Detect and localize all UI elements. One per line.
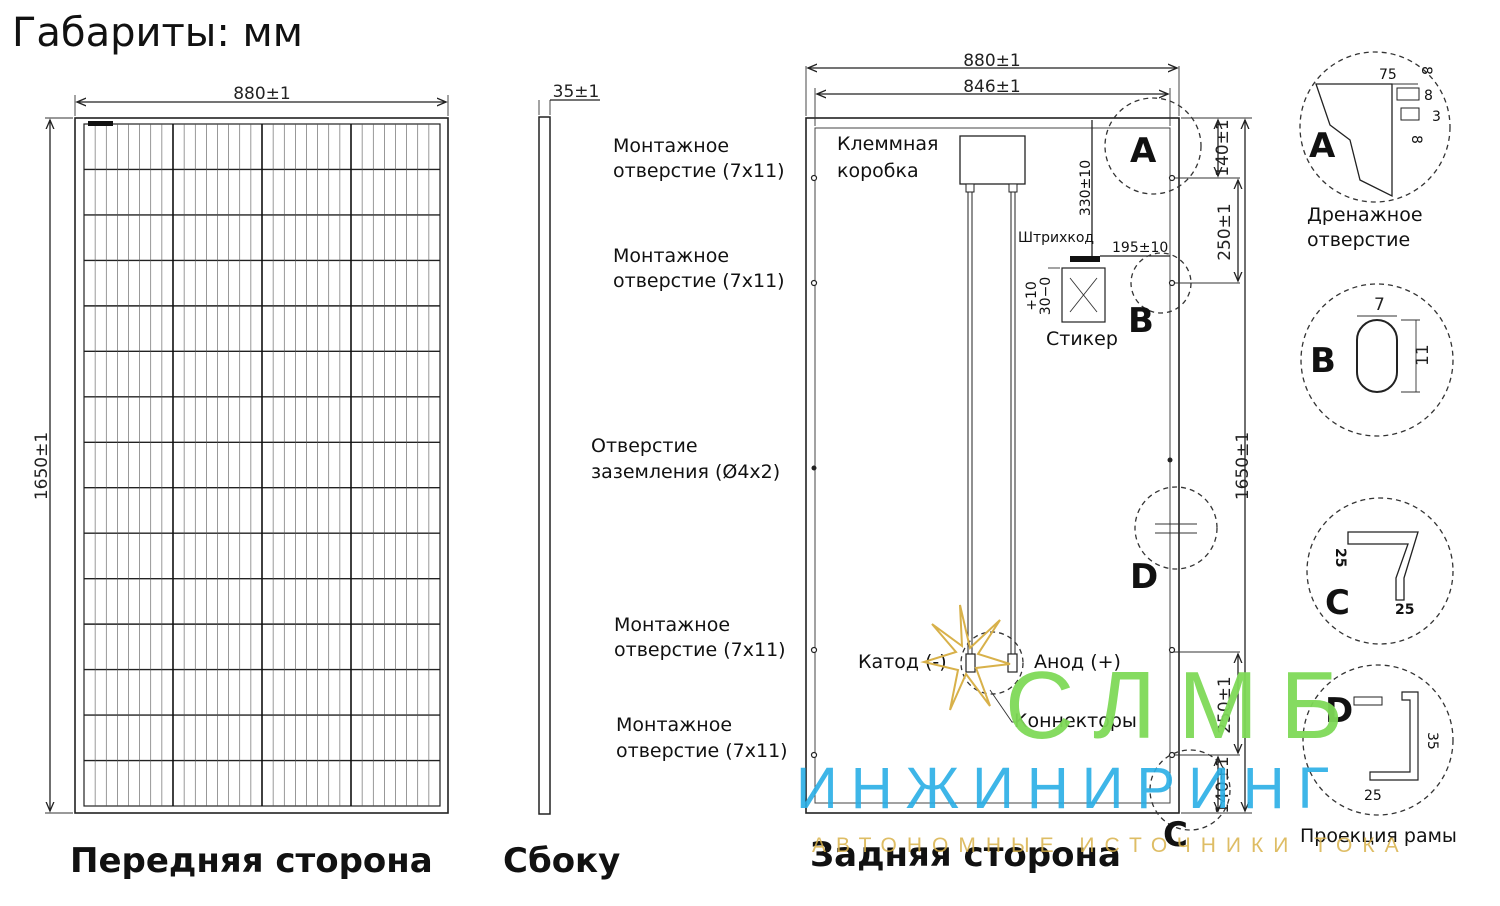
marker-a: A: [1130, 131, 1157, 171]
detail-d-caption: Проекция рамы: [1300, 825, 1457, 847]
back-caption: Задняя сторона: [810, 835, 1121, 875]
connectors-label: Коннекторы: [1014, 710, 1137, 732]
detail-b: B 7 11: [1300, 283, 1454, 437]
junction-box-label-a: Клеммная: [837, 133, 939, 155]
back-width-dim: 880±1: [963, 51, 1021, 71]
cathode-label: Катод (-): [858, 651, 947, 673]
watermark-engineering: ИНЖИНИРИНГ: [796, 756, 1342, 821]
grounding-label-a: Отверстие: [591, 435, 698, 457]
detail-d-circle: [1134, 486, 1218, 570]
detail-a-caption-a: Дренажное: [1307, 204, 1423, 226]
mount-hole-label-2b: отверстие (7x11): [613, 270, 785, 292]
detail-d-dim-25: 25: [1364, 788, 1382, 804]
cathode-connector: [965, 653, 976, 673]
back-height-dim: 1650±1: [1233, 432, 1253, 500]
detail-d-dim-35: 35: [1424, 732, 1440, 750]
detail-a-dim-8b: 8: [1424, 88, 1433, 104]
detail-c-dim-25b: 25: [1395, 602, 1414, 618]
side-thickness-dim: 35±1: [553, 82, 600, 102]
back-frame: [805, 117, 1180, 814]
anode-label: Анод (+): [1034, 651, 1121, 673]
side-caption: Сбоку: [503, 841, 620, 881]
back-hole-spacing-dim: 250±1: [1215, 203, 1235, 261]
sticker-offset-val: 30−0: [1038, 277, 1054, 315]
detail-a-caption-b: отверстие: [1307, 229, 1410, 251]
marker-b: B: [1128, 301, 1154, 341]
grounding-label-b: заземления (Ø4x2): [591, 461, 780, 483]
back-inner-width-dim: 846±1: [963, 77, 1021, 97]
detail-b-letter: B: [1310, 341, 1336, 381]
front-caption: Передняя сторона: [70, 841, 433, 881]
side-profile: [538, 116, 551, 815]
detail-d: D 35 25 Проекция рамы: [1300, 664, 1457, 847]
detail-a-dim-75: 75: [1379, 67, 1397, 83]
detail-b-dim-7: 7: [1374, 295, 1385, 315]
mount-hole-label-2a: Монтажное: [613, 245, 729, 267]
detail-a-dim-8a: 8: [1418, 66, 1434, 75]
back-lower-hole-dim: 250±1: [1215, 676, 1235, 734]
marker-c: C: [1163, 815, 1188, 855]
cables: [967, 192, 1016, 655]
detail-a-dim-3: 3: [1432, 109, 1441, 125]
junction-box-label-b: коробка: [837, 160, 919, 182]
detail-a-circle: [1104, 97, 1202, 195]
mount-hole-label-3b: отверстие (7x11): [614, 639, 786, 661]
slot-shape: [1356, 319, 1398, 393]
grounding-hole-right: [1167, 457, 1173, 463]
detail-b-dim-11: 11: [1413, 344, 1433, 366]
front-view: 880±1 1650±1 Передняя сторона: [32, 84, 449, 881]
watermark: СЛМБ ИНЖИНИРИНГ АВТОНОМНЫЕ ИСТОЧНИКИ ТОК…: [796, 604, 1409, 857]
mount-hole-label-1a: Монтажное: [613, 135, 729, 157]
barcode-label: Штрихкод: [1018, 230, 1094, 246]
back-view: 880±1 846±1 1650±1 140±1 250±1 250±1 140…: [591, 51, 1253, 875]
back-top-hole-dim: 140±1: [1213, 119, 1233, 177]
detail-d-letter: D: [1325, 691, 1353, 731]
side-view: 35±1 Сбоку: [503, 82, 620, 881]
mount-hole-label-4b: отверстие (7x11): [616, 740, 788, 762]
detail-a-dim-8c: 8: [1408, 135, 1424, 144]
sticker-offset-top: +10: [1024, 281, 1040, 311]
detail-a-letter: A: [1309, 126, 1336, 166]
marker-d: D: [1130, 557, 1158, 597]
mount-holes: [810, 174, 1176, 759]
front-label-strip: [88, 121, 113, 126]
watermark-slmb: СЛМБ: [1005, 652, 1365, 759]
junction-offset-dim: 330±10: [1078, 160, 1094, 216]
front-cell-grid: [83, 123, 441, 807]
sticker-label: Стикер: [1046, 328, 1118, 350]
detail-c-letter: C: [1325, 583, 1350, 623]
back-bottom-hole-dim: 140±1: [1213, 756, 1233, 814]
detail-a: A 75 8 8 3 8 Дренажное отверстие: [1299, 51, 1451, 251]
front-height-dim: 1650±1: [32, 432, 52, 500]
mount-hole-label-1b: отверстие (7x11): [613, 160, 785, 182]
drawing-title: Габариты: мм: [12, 10, 303, 56]
detail-c: C 25 25: [1306, 497, 1454, 645]
back-inner-frame: [814, 127, 1171, 804]
mount-hole-label-4a: Монтажное: [616, 714, 732, 736]
barcode-mark: [1070, 256, 1100, 262]
barcode-offset-dim: 195±10: [1112, 240, 1168, 256]
detail-c-circle: [1149, 749, 1231, 831]
detail-b-circle: [1130, 252, 1192, 314]
watermark-tagline: АВТОНОМНЫЕ ИСТОЧНИКИ ТОКА: [812, 834, 1409, 857]
detail-c-dim-25a: 25: [1332, 548, 1348, 567]
star-logo: [920, 604, 1011, 711]
grounding-hole-left: [811, 465, 817, 471]
mount-hole-label-3a: Монтажное: [614, 614, 730, 636]
junction-box: [959, 135, 1026, 185]
front-width-dim: 880±1: [233, 84, 291, 104]
